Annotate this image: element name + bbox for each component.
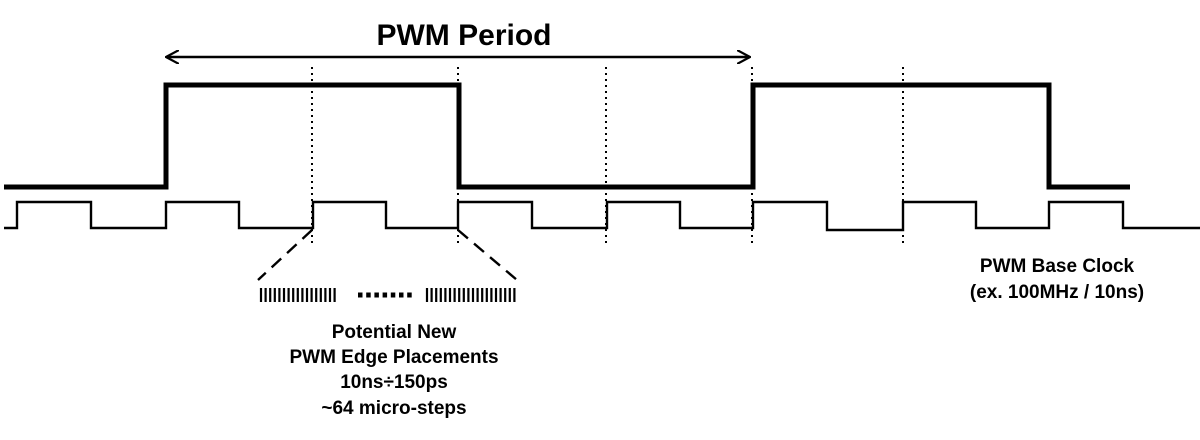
period-title: PWM Period <box>376 19 551 52</box>
zoom-lines <box>257 229 518 281</box>
pwm-waveform <box>4 82 1130 190</box>
edge-note-line1: Potential New <box>332 322 457 343</box>
micro-step-ticks <box>259 288 516 302</box>
base-clock-waveform <box>4 200 1200 232</box>
edge-placement-note: Potential New PWM Edge Placements 10ns÷1… <box>289 322 498 419</box>
base-clock-note: PWM Base Clock (ex. 100MHz / 10ns) <box>970 256 1144 303</box>
edge-note-line2: PWM Edge Placements <box>289 347 498 368</box>
base-clock-line1: PWM Base Clock <box>980 256 1135 277</box>
zoom-line-right <box>457 229 518 281</box>
zoom-line-left <box>257 229 313 281</box>
edge-note-line4: ~64 micro-steps <box>321 398 466 419</box>
base-clock-line2: (ex. 100MHz / 10ns) <box>970 282 1144 303</box>
edge-note-line3: 10ns÷150ps <box>340 372 448 393</box>
